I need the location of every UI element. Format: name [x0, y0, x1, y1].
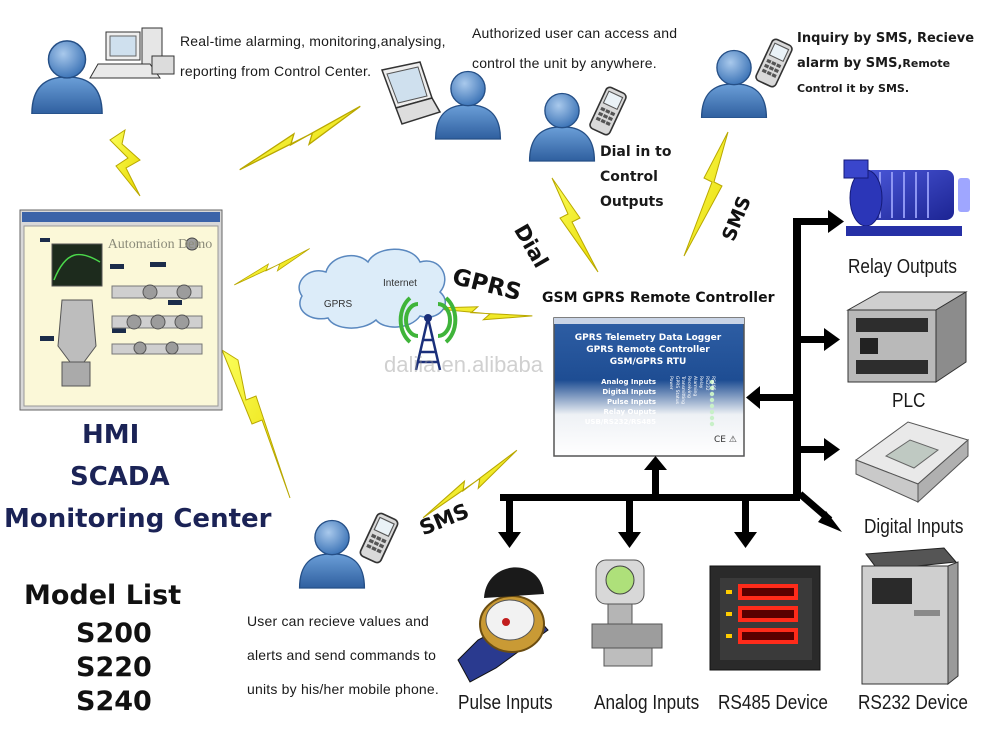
controller-led-label: RS485	[710, 376, 716, 391]
caption-relay-outputs: Relay Outputs	[848, 256, 957, 278]
note-line: alarm by SMS,Remote	[797, 51, 974, 76]
note-fragment: alarm by SMS,	[797, 56, 903, 71]
note-line: control the unit by anywhere.	[472, 55, 657, 71]
caption-analog-inputs: Analog Inputs	[594, 692, 700, 714]
controller-led-label: Transmitting	[680, 375, 686, 404]
note-line: reporting from Control Center.	[180, 63, 372, 79]
lightning-bolt-icon	[683, 131, 729, 257]
controller-feature: USB/RS232/RS485	[585, 418, 656, 426]
label-monitoring-center: Monitoring Center	[4, 504, 272, 534]
note-dial-in: Dial in to Control Outputs	[600, 140, 672, 215]
model-item: S200	[76, 618, 152, 649]
controller-led-label: Relay	[698, 376, 704, 389]
controller-line-3: GSM/GPRS RTU	[610, 357, 687, 367]
gsm-gprs-controller-device	[553, 317, 745, 457]
controller-feature: Digital Inputs	[602, 388, 656, 396]
note-line: Outputs	[600, 194, 664, 210]
note-authorized-user: Authorized user can access and control t…	[472, 18, 677, 78]
caption-pulse-inputs: Pulse Inputs	[458, 692, 553, 714]
caption-digital-inputs: Digital Inputs	[864, 516, 964, 538]
controller-led-label: GPRS Status	[674, 376, 680, 405]
note-line: alerts and send commands to	[247, 647, 437, 663]
label-hmi: HMI	[82, 420, 140, 450]
lightning-bolt-icon	[109, 128, 141, 197]
note-line: Control	[600, 169, 658, 185]
controller-led-label: Power	[668, 376, 674, 390]
rs232-device-icon	[861, 547, 959, 686]
water-pump-icon	[843, 159, 970, 236]
lightning-bolt-icon	[220, 348, 291, 499]
cloud-label-internet: Internet	[383, 278, 417, 289]
model-list-title: Model List	[24, 580, 182, 611]
label-scada: SCADA	[70, 462, 170, 492]
connection-bus	[498, 210, 844, 548]
note-control-center: Real-time alarming, monitoring,analysing…	[180, 26, 446, 86]
note-fragment: Remote	[902, 57, 951, 70]
rs485-power-meter-icon	[709, 565, 821, 671]
watermark: daliia.en.alibaba	[384, 352, 544, 377]
note-sms-inquiry: Inquiry by SMS, Recieve alarm by SMS,Rem…	[797, 26, 974, 101]
person-icon	[700, 49, 768, 118]
water-meter-icon	[457, 567, 549, 683]
desktop-computer-icon	[89, 27, 175, 79]
caption-plc: PLC	[892, 390, 926, 412]
controller-title: GSM GPRS Remote Controller	[542, 290, 775, 306]
controller-led-label: RS232	[704, 376, 710, 391]
note-line: User can recieve values and	[247, 613, 430, 629]
note-line: Control it by SMS.	[797, 82, 910, 95]
caption-rs232-device: RS232 Device	[858, 692, 968, 714]
controller-led-label: Receiving	[686, 376, 692, 398]
controller-line-2: GPRS Remote Controller	[586, 345, 710, 355]
antenna-tower-icon	[398, 296, 458, 371]
caption-rs485-device: RS485 Device	[718, 692, 828, 714]
note-line: Inquiry by SMS, Recieve	[797, 31, 975, 46]
controller-feature: Analog Inputs	[601, 378, 656, 386]
controller-certification: CE ⚠	[714, 435, 737, 445]
mobile-phone-icon	[587, 85, 629, 137]
plc-device-icon	[846, 291, 968, 383]
model-item: S220	[76, 652, 152, 683]
controller-led-label: Alarming	[692, 376, 698, 396]
cloud-label-gprs: GPRS	[324, 299, 353, 310]
model-item: S240	[76, 686, 152, 717]
internet-cloud	[298, 248, 447, 329]
hmi-screen-title: Automation Demo	[108, 237, 213, 252]
person-icon	[298, 519, 366, 589]
laptop-icon	[380, 61, 442, 125]
lightning-bolt-icon	[231, 105, 369, 171]
controller-line-1: GPRS Telemetry Data Logger	[575, 333, 722, 343]
person-icon	[528, 92, 596, 162]
note-line: Dial in to	[600, 144, 672, 160]
mobile-phone-icon	[358, 511, 400, 565]
controller-feature: Pulse Inputs	[607, 398, 656, 406]
note-line: Real-time alarming, monitoring,analysing…	[180, 33, 446, 49]
lightning-bolt-icon	[551, 177, 599, 273]
note-user-mobile: User can recieve values and alerts and s…	[247, 604, 439, 706]
hmi-scada-screen	[19, 209, 223, 411]
note-line: units by his/her mobile phone.	[247, 681, 439, 697]
mobile-phone-icon	[753, 37, 795, 89]
digital-input-module-icon	[854, 421, 970, 504]
controller-feature: Relay Ouputs	[604, 408, 657, 416]
note-line: Authorized user can access and	[472, 25, 678, 41]
pressure-transmitter-icon	[591, 559, 663, 667]
